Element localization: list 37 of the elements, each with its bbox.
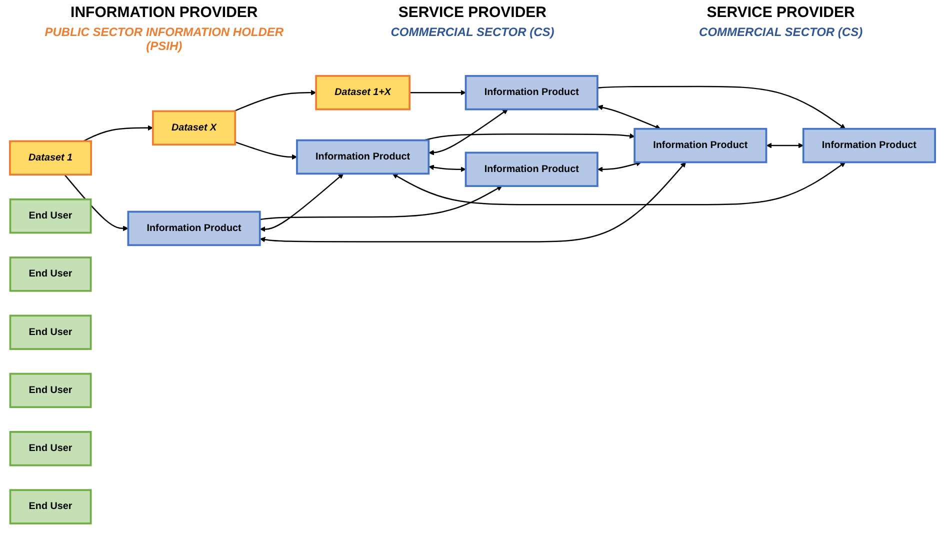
node-box: Information Product (296, 140, 430, 175)
arrow (83, 125, 154, 142)
arrow (428, 164, 466, 172)
column-subheading: COMMERCIAL SECTOR (CS) (390, 25, 554, 39)
node-box: End User (9, 431, 92, 467)
arrow (234, 142, 298, 160)
node-box: Information Product (464, 75, 598, 111)
arrow (597, 86, 846, 130)
column-heading: INFORMATION PROVIDER (70, 4, 258, 21)
arrow (424, 134, 635, 142)
arrow (428, 109, 508, 156)
column-subheading: COMMERCIAL SECTOR (CS) (699, 25, 863, 39)
arrow (410, 90, 466, 96)
arrow (597, 105, 661, 130)
node-box: Information Product (127, 211, 261, 246)
node-box: Dataset 1 (9, 140, 92, 176)
arrow (234, 90, 316, 112)
node-box: Dataset X (152, 110, 236, 146)
arrow (64, 174, 128, 232)
arrow (260, 162, 686, 243)
node-box: Information Product (802, 128, 936, 164)
arrow (260, 174, 344, 232)
arrow (766, 143, 804, 149)
column-subheading: PUBLIC SECTOR INFORMATION HOLDER (PSIH) (44, 25, 285, 53)
node-box: Information Product (634, 128, 768, 164)
arrow (260, 186, 502, 220)
arrow (392, 162, 846, 206)
node-box: End User (9, 315, 92, 350)
node-box: End User (9, 489, 92, 525)
node-box: Dataset 1+X (315, 75, 410, 111)
node-box: Information Product (464, 152, 598, 188)
arrow (597, 161, 642, 172)
node-box: End User (9, 256, 92, 292)
column-heading: SERVICE PROVIDER (398, 4, 547, 21)
node-box: End User (9, 373, 92, 408)
column-heading: SERVICE PROVIDER (706, 4, 855, 21)
node-box: End User (9, 198, 92, 234)
